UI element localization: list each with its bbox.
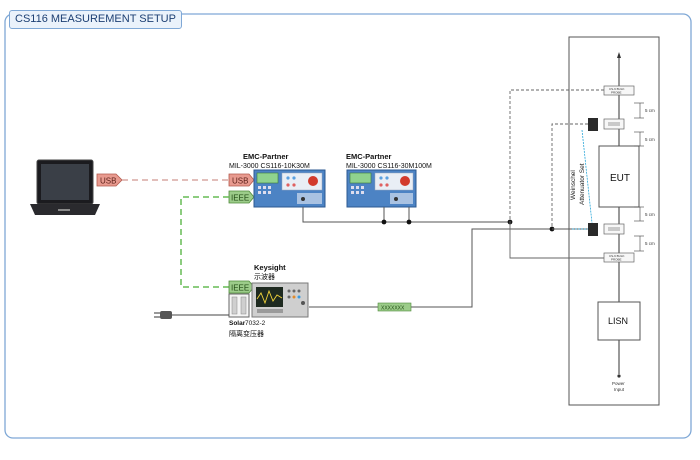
cable-tag: XXXXXXX [377, 302, 412, 312]
keysight-label: Keysight [254, 263, 286, 272]
usb-tag-emc: USB [228, 173, 255, 187]
monitor-line-bottom [509, 222, 604, 259]
emc2-brand: EMC-Partner [346, 152, 392, 161]
monitor-line-upper [551, 123, 588, 229]
page-title: CS116 MEASUREMENT SETUP [9, 10, 182, 29]
emc1-brand: EMC-Partner [243, 152, 289, 161]
oscilloscope-icon [251, 282, 309, 318]
dim-label-3: 5 cm [645, 212, 655, 217]
laptop-icon [30, 159, 100, 215]
dim-label-2: 5 cm [645, 137, 655, 142]
clamp-tag-top-2: PROBE [611, 91, 622, 95]
outer-border [4, 13, 692, 439]
power-label-1: Power [612, 381, 625, 386]
clamp-tag-bottom-2: PROBE [611, 258, 622, 262]
transformer-cn-label: 隔离变压器 [229, 329, 264, 338]
dim-label-1: 5 cm [645, 108, 655, 113]
generator-output-cable [302, 207, 510, 223]
power-label-2: Input [614, 387, 625, 392]
eut-label: EUT [610, 173, 630, 184]
dim-label-4: 5 cm [645, 241, 655, 246]
lisn-box [597, 301, 641, 341]
ieee-tag-emc-label: IEEE [231, 194, 249, 203]
attenuator-link [581, 129, 593, 224]
monitor-probe-top: CS-9 BULK PROBE [603, 85, 635, 96]
usb-tag-laptop-label: USB [100, 177, 116, 186]
attenuator-label-1: Weinschel [570, 170, 577, 200]
monitor-probe-bottom: CS-9 BULK PROBE [603, 252, 635, 263]
dimension-markers [634, 102, 644, 252]
emc-partner-generator-2 [346, 169, 417, 208]
test-setup-enclosure [568, 36, 660, 406]
eut-box [598, 145, 640, 208]
injection-probe-lower [588, 223, 625, 236]
clamp-tag-bottom-1: CS-9 BULK [609, 254, 625, 258]
cable-tag-label: XXXXXXX [381, 306, 405, 312]
isolation-transformer-icon [228, 293, 250, 318]
junction-dot [406, 219, 412, 225]
ieee-cable [180, 196, 229, 288]
solar-label: Solar [229, 320, 246, 327]
power-input-terminal [617, 374, 621, 378]
scope-cn-label: 示波器 [254, 272, 275, 281]
scope-input-cable [309, 228, 598, 308]
monitor-line-top [509, 89, 604, 222]
ieee-tag-scope-label: IEEE [231, 284, 249, 293]
injection-probe-upper [588, 118, 625, 131]
emc-partner-generator-1 [253, 169, 326, 208]
usb-tag-emc-label: USB [232, 177, 248, 186]
emc1-model: MIL-3000 CS116-10K30M [229, 163, 310, 170]
power-plug-icon [154, 311, 229, 319]
emc2-model: MIL-3000 CS116-30M100M [346, 163, 432, 170]
attenuator-label-2: Attenuator Set [579, 163, 586, 205]
clamp-tag-top-1: CS-9 BULK [609, 87, 625, 91]
lisn-label: LISN [608, 316, 628, 326]
usb-tag-laptop: USB [96, 173, 123, 187]
arrow-up-icon [617, 52, 621, 58]
ieee-tag-scope: IEEE [228, 280, 255, 294]
solar-model-label: 7032-2 [245, 320, 266, 327]
ieee-tag-emc: IEEE [228, 190, 255, 204]
junction-dot [381, 219, 387, 225]
